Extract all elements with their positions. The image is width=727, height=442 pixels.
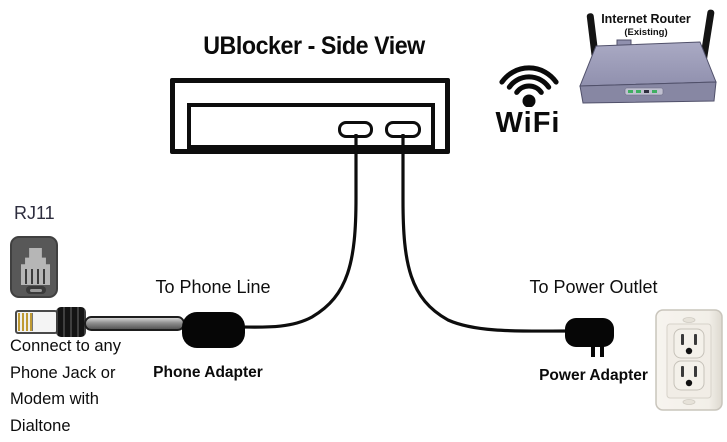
cord-strain-relief <box>56 307 86 337</box>
phone-adapter-label: Phone Adapter <box>153 364 263 381</box>
power-adapter-prong <box>600 346 604 357</box>
phone-cable-path <box>239 134 358 329</box>
connection-note: Connect to any Phone Jack or Modem with … <box>10 333 121 439</box>
note-line: Modem with <box>10 390 99 408</box>
ublocker-device <box>170 78 450 154</box>
note-line: Phone Jack or <box>10 363 116 382</box>
rj11-jack-contacts <box>25 269 47 284</box>
rj11-connector-pins <box>18 313 33 331</box>
to-power-outlet-label: To Power Outlet <box>529 277 658 297</box>
router-label: Internet Router <box>601 12 691 26</box>
rj11-jack <box>10 236 58 298</box>
power-outlet <box>655 309 723 411</box>
outlet-screw-top <box>682 317 696 323</box>
outlet-socket-top <box>673 328 705 359</box>
router-sublabel: (Existing) <box>624 27 668 38</box>
note-line: Dialtone <box>10 416 71 435</box>
power-cable-path <box>401 134 569 333</box>
wifi-icon <box>499 65 559 108</box>
phone-cord <box>84 316 185 331</box>
to-phone-line-label: To Phone Line <box>155 277 271 297</box>
outlet-socket-bottom <box>673 360 705 391</box>
power-adapter-label: Power Adapter <box>539 367 648 384</box>
router-image <box>579 9 717 104</box>
note-line: Connect to any <box>10 337 121 355</box>
device-port-phone <box>338 121 373 138</box>
outlet-screw-bottom <box>682 399 696 405</box>
power-adapter <box>565 318 614 347</box>
rj11-jack-slot <box>26 286 46 294</box>
wifi-symbol: WiFi <box>486 61 570 139</box>
rj11-connector <box>15 310 58 334</box>
diagram-title: UBlocker - Side View <box>203 32 425 60</box>
internet-router: Internet Router (Existing) <box>565 5 727 111</box>
wifi-label: WiFi <box>495 107 561 139</box>
power-adapter-prong <box>591 346 595 357</box>
router-antenna-right <box>700 9 715 62</box>
phone-adapter <box>182 312 245 348</box>
device-port-power <box>385 121 421 138</box>
rj11-label: RJ11 <box>14 203 55 223</box>
